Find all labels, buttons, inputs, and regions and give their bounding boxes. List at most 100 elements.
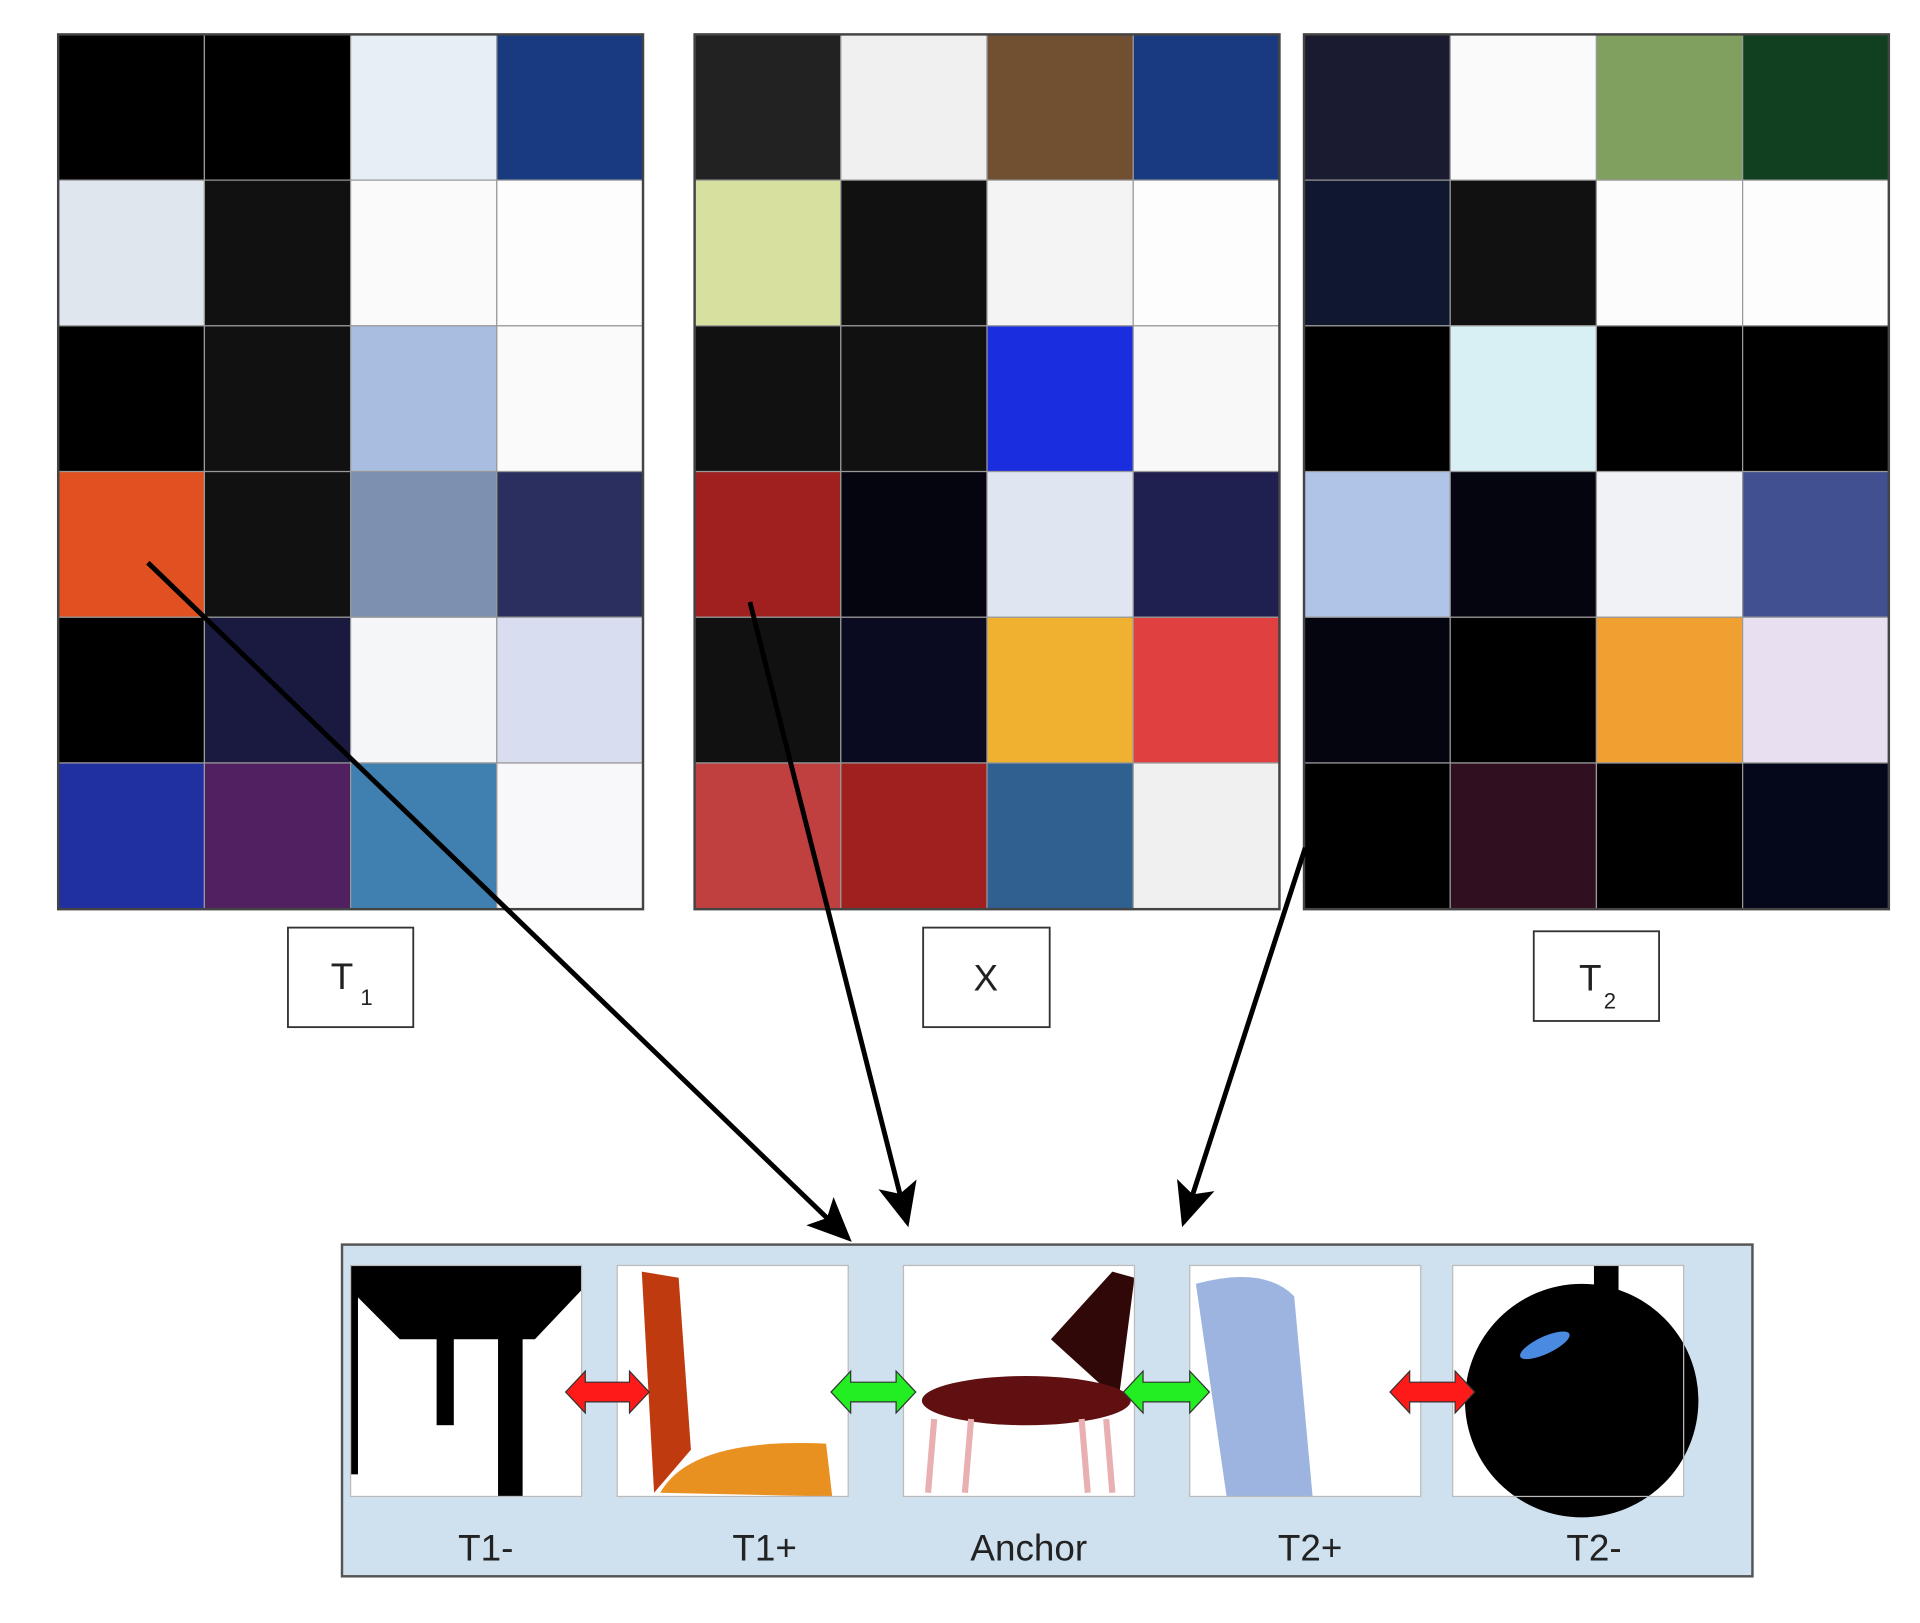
- grid-image-cell: [57, 325, 206, 473]
- thumbnail-label: Anchor: [970, 1527, 1087, 1568]
- grid-image-cell: [1742, 616, 1890, 764]
- grid-image-cell: [203, 33, 352, 181]
- grid-image-cell: [840, 470, 988, 618]
- grid-image-cell: [1595, 762, 1744, 910]
- grid-image-cell: [1303, 325, 1451, 473]
- grid-image-cell: [1303, 616, 1451, 764]
- grid-image-cell: [1595, 33, 1744, 181]
- grid-image-cell: [57, 179, 206, 327]
- image-grid-t1: [56, 33, 645, 911]
- grid-image-cell: [496, 179, 644, 327]
- grid-image-cell: [1742, 179, 1890, 327]
- grid-image-cell: [1132, 470, 1281, 618]
- grid-image-cell: [1595, 470, 1744, 618]
- label-subscript: 2: [1604, 989, 1616, 1014]
- grid-image-cell: [496, 325, 644, 473]
- grid-image-cell: [840, 762, 988, 910]
- image-grid-t2: [1302, 33, 1891, 911]
- grid-image-cell: [496, 470, 644, 618]
- similar-link-arrow-icon: [830, 1369, 917, 1415]
- grid-image-cell: [1449, 179, 1598, 327]
- grid-image-cell: [840, 179, 988, 327]
- grid-image-cell: [496, 616, 644, 764]
- thumbnail-t1-negpos: T1+: [616, 1264, 849, 1568]
- dissimilar-link-arrow-icon: [1389, 1369, 1476, 1415]
- thumbnail-anchor: Anchor: [902, 1264, 1136, 1568]
- grid-image-cell: [694, 33, 842, 181]
- grid-border: [56, 33, 645, 911]
- grid-border: [693, 33, 1281, 911]
- grid-image-cell: [1303, 33, 1451, 181]
- label-main: X: [974, 957, 999, 998]
- grid-image-cell: [349, 470, 498, 618]
- grid-image-cell: [1742, 470, 1890, 618]
- thumbnail-label: T2-: [1566, 1527, 1621, 1568]
- grid-image-cell: [1449, 33, 1598, 181]
- grid-image-cell: [840, 616, 988, 764]
- grid-image-cell: [1132, 179, 1281, 327]
- bottom-panel: T1- T1+ Anchor T2+ T2-: [340, 1243, 1754, 1578]
- grid-image-cell: [203, 325, 352, 473]
- thumbnail-label: T1+: [732, 1527, 797, 1568]
- grid-image-cell: [349, 179, 498, 327]
- arrow-x-to-panel: [747, 601, 917, 1228]
- grid-border: [1302, 33, 1891, 911]
- grid-image-cell: [986, 762, 1134, 910]
- label-main: T: [1579, 957, 1602, 998]
- grid-image-cell: [203, 762, 352, 910]
- grid-image-cell: [986, 179, 1134, 327]
- grid-image-cell: [1449, 762, 1598, 910]
- grid-image-cell: [349, 762, 498, 910]
- grid-label-x: X: [922, 926, 1051, 1029]
- dissimilar-link-arrow-icon: [564, 1369, 651, 1415]
- grid-image-cell: [1742, 33, 1890, 181]
- thumbnail-label: T2+: [1278, 1527, 1343, 1568]
- grid-image-cell: [57, 616, 206, 764]
- grid-image-cell: [496, 33, 644, 181]
- grid-image-cell: [1595, 325, 1744, 473]
- grid-image-cell: [986, 33, 1134, 181]
- thumbnail-t2-neg: T2-: [1452, 1264, 1699, 1568]
- grid-image-cell: [349, 616, 498, 764]
- grid-image-cell: [349, 325, 498, 473]
- grid-image-cell: [694, 616, 842, 764]
- grid-image-cell: [1132, 325, 1281, 473]
- thumbnail-t1-neg: T1-: [349, 1264, 583, 1568]
- grid-image-cell: [1449, 616, 1598, 764]
- grid-image-cell: [694, 179, 842, 327]
- grid-image-cell: [694, 762, 842, 910]
- grid-image-cell: [496, 762, 644, 910]
- grid-image-cell: [1132, 762, 1281, 910]
- grid-image-cell: [1595, 179, 1744, 327]
- grid-label-t1: T 1: [287, 926, 415, 1029]
- grid-image-cell: [349, 33, 498, 181]
- grid-image-cell: [986, 470, 1134, 618]
- thumbnail-t2-negpos: T2+: [1189, 1264, 1422, 1568]
- grid-image-cell: [694, 325, 842, 473]
- image-grid-x: [693, 33, 1281, 911]
- grid-image-cell: [840, 33, 988, 181]
- label-subscript: 1: [360, 985, 372, 1010]
- grid-image-cell: [1449, 470, 1598, 618]
- grid-image-cell: [1132, 33, 1281, 181]
- grid-image-cell: [694, 470, 842, 618]
- grid-image-cell: [840, 325, 988, 473]
- grid-image-cell: [986, 325, 1134, 473]
- grid-image-cell: [1742, 762, 1890, 910]
- grid-image-cell: [1303, 179, 1451, 327]
- grid-image-cell: [57, 762, 206, 910]
- grid-image-cell: [1449, 325, 1598, 473]
- similar-link-arrow-icon: [1122, 1369, 1211, 1415]
- grid-image-cell: [203, 179, 352, 327]
- grid-image-cell: [1303, 470, 1451, 618]
- grid-image-cell: [1132, 616, 1281, 764]
- grid-image-cell: [203, 470, 352, 618]
- grid-image-cell: [57, 33, 206, 181]
- thumbnail-label: T1-: [458, 1527, 513, 1568]
- grid-image-cell: [986, 616, 1134, 764]
- grid-image-cell: [1303, 762, 1451, 910]
- arrow-t2-to-panel: [1177, 846, 1308, 1228]
- grid-image-cell: [1742, 325, 1890, 473]
- arrow-t1-to-panel: [146, 560, 852, 1242]
